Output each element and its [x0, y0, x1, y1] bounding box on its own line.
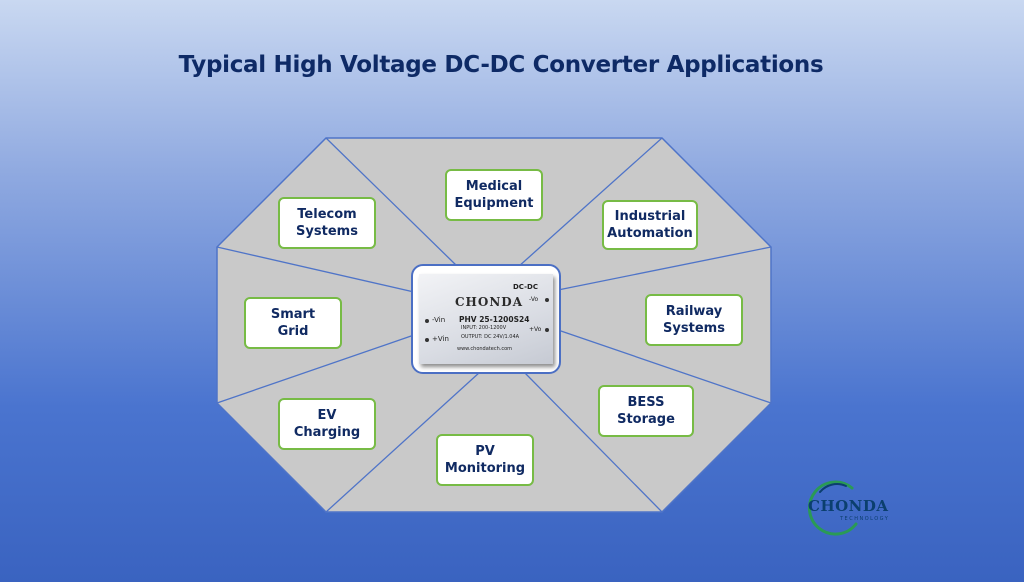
app-box-medical[interactable]: Medical Equipment: [445, 169, 543, 221]
company-logo: CHONDA TECHNOLOGY: [806, 478, 906, 538]
spoke-bess: [557, 329, 772, 404]
pin-vin-minus-icon: [425, 319, 429, 323]
spoke-ev: [325, 371, 481, 513]
app-box-railway[interactable]: Railway Systems: [645, 294, 743, 346]
pin-vo-minus-icon: [545, 298, 549, 302]
app-label: EV Charging: [293, 408, 361, 440]
app-box-industrial[interactable]: Industrial Automation: [602, 200, 698, 250]
product-frame: CHONDA DC-DC -Vo -Vin PHV 25-1200S24 INP…: [411, 264, 561, 374]
spoke-telecom: [216, 246, 415, 293]
app-label: Telecom Systems: [296, 207, 358, 239]
app-box-telecom[interactable]: Telecom Systems: [278, 197, 376, 249]
module-type: DC-DC: [513, 283, 538, 291]
page-title: Typical High Voltage DC-DC Converter App…: [178, 52, 824, 78]
module-vo-minus: -Vo: [529, 296, 539, 303]
app-label: Railway Systems: [663, 304, 725, 336]
app-box-ev[interactable]: EV Charging: [278, 398, 376, 450]
module-brand: CHONDA: [455, 295, 524, 309]
app-label: Medical Equipment: [454, 179, 534, 211]
module-vin-plus: +Vin: [432, 335, 449, 343]
pin-vo-plus-icon: [545, 328, 549, 332]
spoke-smartgrid: [216, 334, 415, 404]
spoke-railway: [557, 246, 772, 291]
module-vo-plus: +Vo: [529, 326, 542, 333]
app-label: PV Monitoring: [444, 444, 526, 476]
module-output: OUTPUT: DC 24V/1.04A: [461, 334, 520, 340]
spoke-pv: [523, 371, 663, 513]
module-website: www.chondatech.com: [457, 346, 513, 352]
app-label: Smart Grid: [270, 307, 316, 339]
app-box-pv[interactable]: PV Monitoring: [436, 434, 534, 486]
spoke-industrial: [517, 137, 663, 268]
converter-module: CHONDA DC-DC -Vo -Vin PHV 25-1200S24 INP…: [419, 274, 553, 364]
app-label: Industrial Automation: [607, 209, 693, 241]
logo-wordmark: CHONDA: [808, 497, 889, 515]
spoke-medical: [325, 137, 459, 268]
app-box-smartgrid[interactable]: Smart Grid: [244, 297, 342, 349]
logo-subtitle: TECHNOLOGY: [840, 516, 890, 522]
ring-logo-icon: [807, 480, 858, 536]
module-model: PHV 25-1200S24: [459, 315, 530, 324]
app-label: BESS Storage: [617, 395, 675, 427]
module-vin-minus: -Vin: [432, 316, 446, 324]
app-box-bess[interactable]: BESS Storage: [598, 385, 694, 437]
module-input: INPUT: 200-1200V: [461, 325, 507, 331]
pin-vin-plus-icon: [425, 338, 429, 342]
